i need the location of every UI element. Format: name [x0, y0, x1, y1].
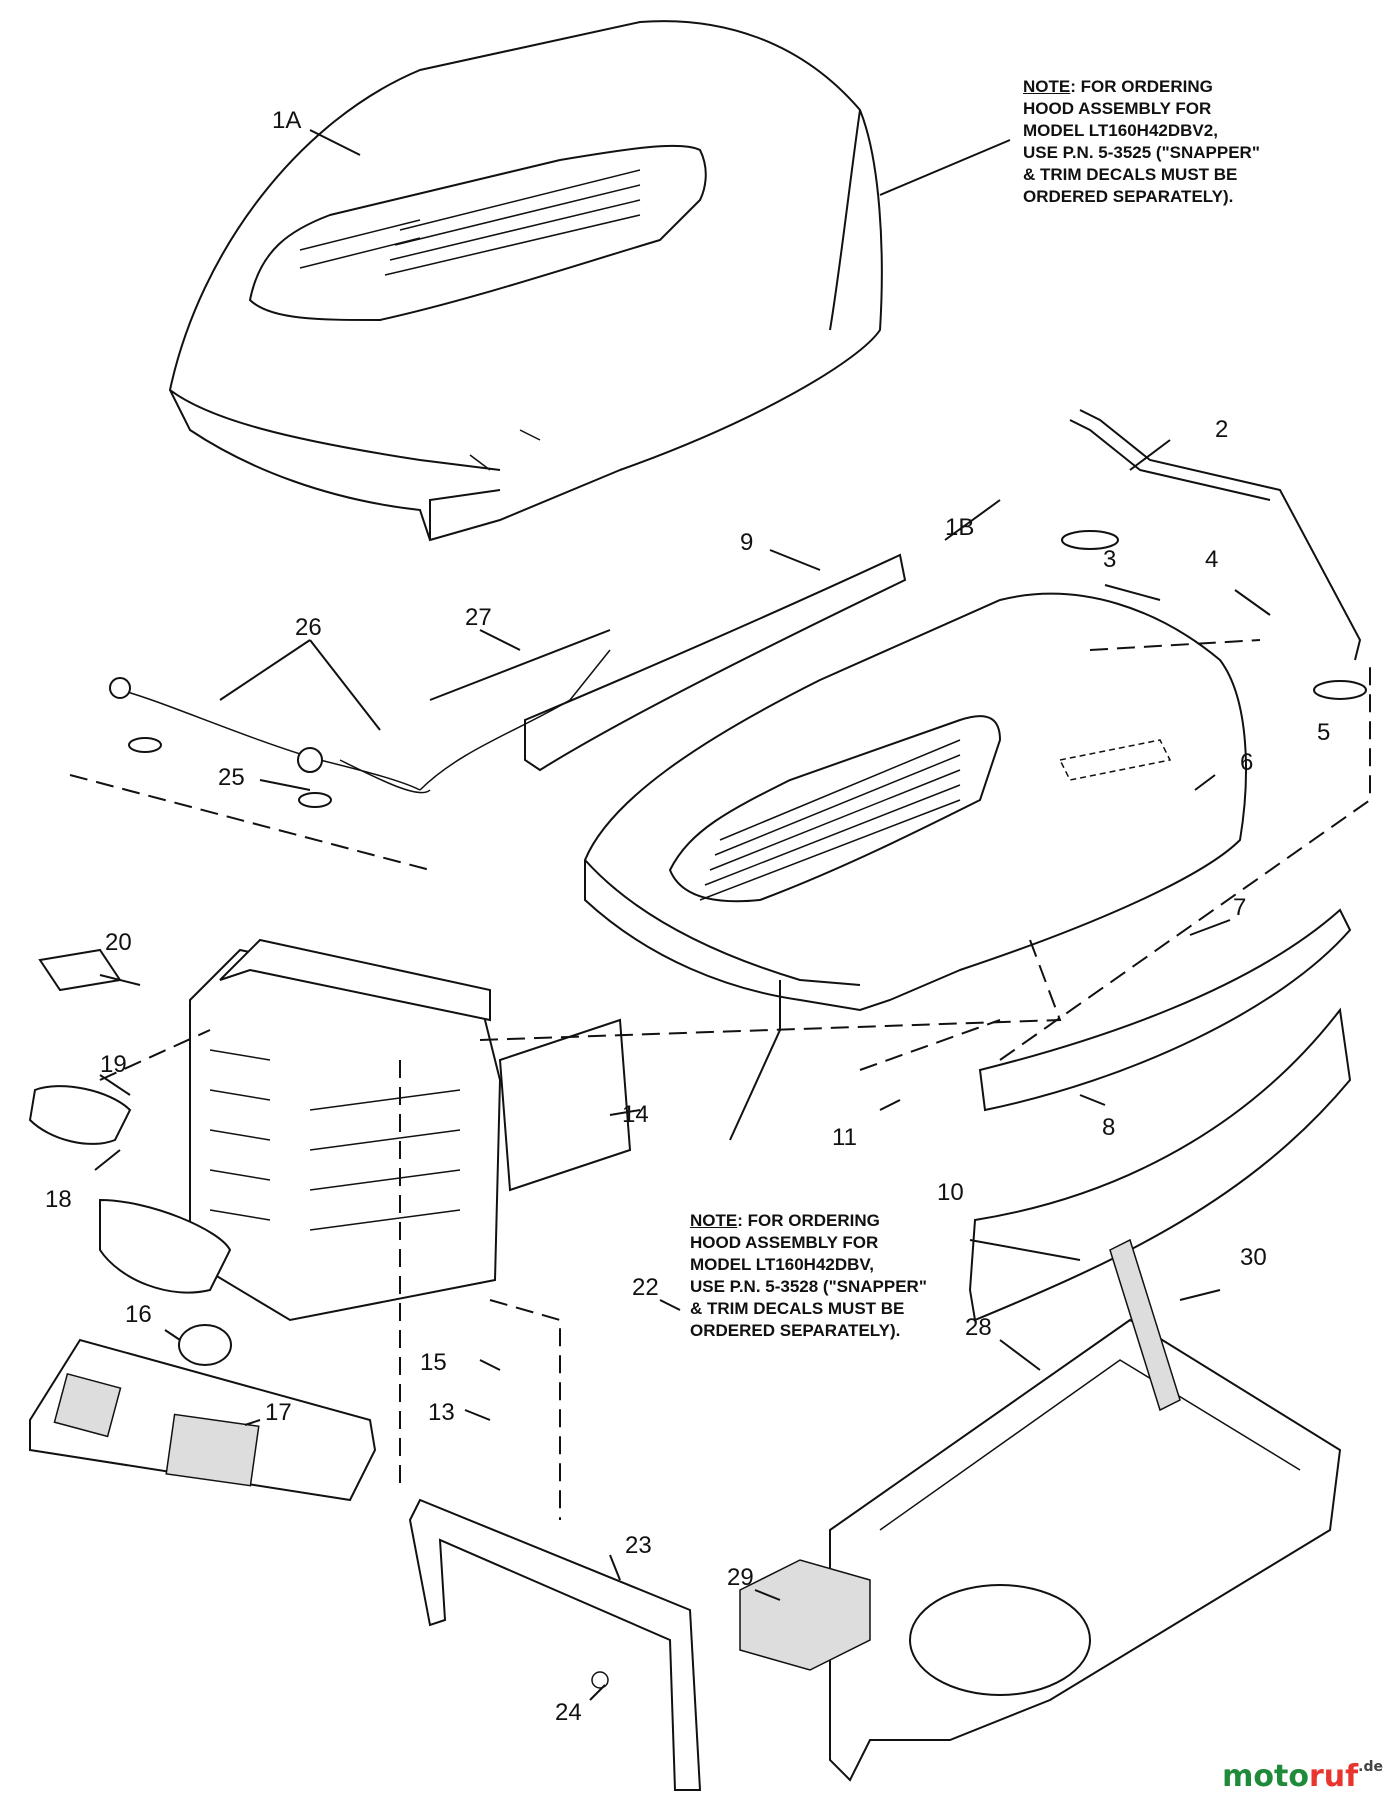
callout-25: 25: [218, 764, 245, 791]
callout-4: 4: [1205, 546, 1218, 573]
note-hood-1a: NOTE: FOR ORDERING HOOD ASSEMBLY FOR MOD…: [1023, 76, 1260, 208]
note-heading: NOTE: [1023, 77, 1071, 96]
callout-3: 3: [1103, 546, 1116, 573]
callout-13: 13: [428, 1399, 455, 1426]
callout-16: 16: [125, 1301, 152, 1328]
headlight-harness: [109, 629, 611, 808]
watermark-part1: moto: [1222, 1759, 1309, 1794]
note-text: : FOR ORDERING HOOD ASSEMBLY FOR MODEL L…: [1023, 77, 1260, 206]
callout-30: 30: [1240, 1244, 1267, 1271]
callout-6: 6: [1240, 749, 1253, 776]
support-bracket-23: [408, 1498, 702, 1791]
callout-23: 23: [625, 1532, 652, 1559]
watermark-part2: ruf: [1308, 1759, 1359, 1794]
callout-19: 19: [100, 1051, 127, 1078]
callout-28: 28: [965, 1314, 992, 1341]
callout-14: 14: [622, 1101, 649, 1128]
lens-parts: [28, 948, 232, 1366]
hood-1b: [584, 592, 1247, 1012]
callout-26: 26: [295, 614, 322, 641]
pads-29-30: [739, 1238, 1181, 1671]
note-hood-1b: NOTE: FOR ORDERING HOOD ASSEMBLY FOR MOD…: [690, 1210, 927, 1342]
hood-rod-2: [1061, 409, 1367, 700]
callout-9: 9: [740, 529, 753, 556]
hood-decals: [968, 908, 1352, 1322]
watermark-suffix: .de: [1358, 1759, 1383, 1775]
callout-1b: 1B: [945, 514, 974, 541]
callout-10: 10: [937, 1179, 964, 1206]
hood-1a: [168, 20, 883, 542]
note-text: : FOR ORDERING HOOD ASSEMBLY FOR MODEL L…: [690, 1211, 927, 1340]
callout-22: 22: [632, 1274, 659, 1301]
trim-strip-9: [524, 553, 907, 772]
callout-7: 7: [1233, 894, 1246, 921]
tray-28: [829, 1318, 1342, 1782]
callout-labels: 1A 1B 2 3 4 5 6 7 8 9 10 11 13 14 15 16 …: [45, 107, 1330, 1726]
callout-15: 15: [420, 1349, 447, 1376]
callout-11: 11: [832, 1124, 857, 1151]
callout-24: 24: [555, 1699, 582, 1726]
callout-5: 5: [1317, 719, 1330, 746]
dashed-guides: [69, 639, 1371, 1520]
callout-1a: 1A: [272, 107, 301, 134]
callout-2: 2: [1215, 416, 1228, 443]
watermark-logo: motoruf.de: [1222, 1759, 1383, 1794]
callout-18: 18: [45, 1186, 72, 1213]
grille-assembly: [189, 938, 632, 1322]
callout-27: 27: [465, 604, 492, 631]
callout-29: 29: [727, 1564, 754, 1591]
callout-8: 8: [1102, 1114, 1115, 1141]
front-bumper-17: [29, 1338, 377, 1502]
leader-lines: [94, 129, 1271, 1701]
callout-17: 17: [265, 1399, 292, 1426]
callout-20: 20: [105, 929, 132, 956]
note-heading: NOTE: [690, 1211, 738, 1230]
